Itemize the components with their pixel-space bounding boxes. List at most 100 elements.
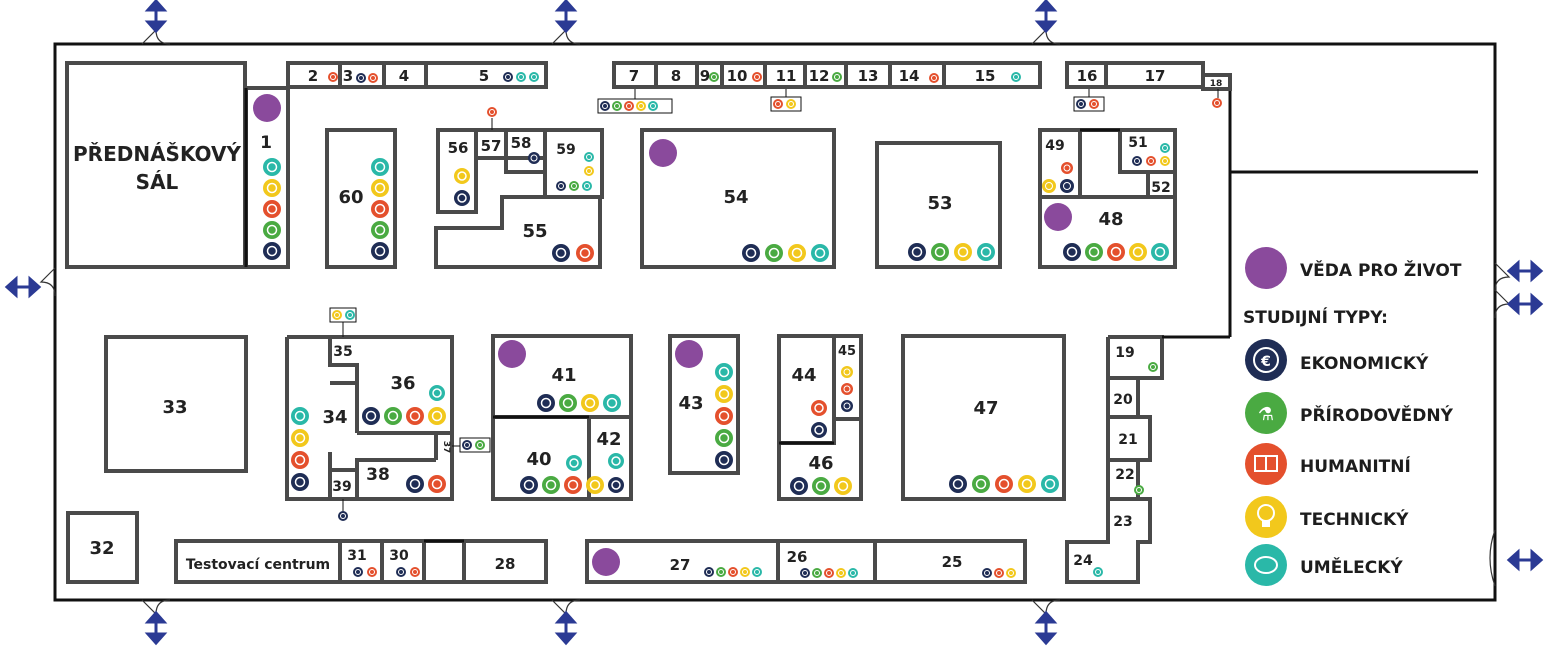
room-number: 38 — [366, 465, 390, 485]
umelecky-icon — [811, 244, 829, 262]
ekonomicky-icon-glyph — [398, 569, 404, 575]
ekonomicky-icon — [608, 477, 624, 493]
room-number: 54 — [723, 187, 748, 208]
technicky-icon-glyph — [742, 569, 748, 575]
ekonomicky-icon — [600, 101, 610, 111]
prirodovedny-icon — [1134, 485, 1144, 495]
umelecky-icon-glyph — [518, 74, 524, 80]
humanitni-icon-glyph — [370, 75, 376, 81]
umelecky-icon — [516, 72, 526, 82]
humanitni-icon — [624, 101, 634, 111]
room-number: 11 — [776, 67, 797, 85]
room-number: 19 — [1115, 345, 1134, 361]
room-number: 2 — [308, 67, 318, 85]
humanitni-icon-glyph — [412, 569, 418, 575]
room-number: 32 — [89, 538, 114, 559]
room-number: 35 — [333, 344, 352, 360]
ekonomicky-icon-glyph — [1134, 158, 1140, 164]
technicky-icon — [836, 568, 846, 578]
humanitni-icon — [773, 99, 783, 109]
ekonomicky-icon — [338, 511, 348, 521]
prirodovedny-icon — [715, 429, 733, 447]
exit-arrows — [4, 0, 1544, 646]
prirodovedny-icon-glyph — [718, 432, 730, 444]
humanitni-icon-glyph — [431, 478, 443, 490]
umelecky-icon — [1093, 567, 1103, 577]
humanitni-icon — [811, 400, 827, 416]
humanitni-icon-glyph — [1148, 158, 1154, 164]
prirodovedny-icon-glyph — [834, 74, 840, 80]
humanitni-icon — [841, 383, 853, 395]
technicky-icon — [788, 244, 806, 262]
technicky-icon — [1018, 475, 1036, 493]
humanitni-icon — [1146, 156, 1156, 166]
humanitni-icon — [371, 200, 389, 218]
exit-arrow-right-1-icon — [1506, 259, 1544, 283]
prirodovedny-icon-glyph — [374, 224, 386, 236]
technicky-icon — [1042, 179, 1056, 193]
veda-marker — [649, 139, 677, 167]
room-number: 4 — [399, 67, 409, 85]
room-number: 16 — [1077, 67, 1098, 85]
humanitni-icon-glyph — [294, 454, 306, 466]
prirodovedny-icon — [569, 181, 579, 191]
umelecky-icon-glyph — [611, 456, 621, 466]
humanitni-icon-glyph — [775, 101, 781, 107]
ekonomicky-icon — [800, 568, 810, 578]
umelecky-icon — [848, 568, 858, 578]
umelecky-icon — [1011, 72, 1021, 82]
room-number: 59 — [556, 142, 575, 158]
prirodovedny-icon-glyph — [571, 183, 577, 189]
technicky-icon-glyph — [1021, 478, 1033, 490]
exit-arrow-bottom-1-icon — [144, 610, 168, 646]
umelecky-icon-glyph — [1154, 246, 1166, 258]
ekonomicky-icon-glyph — [457, 193, 467, 203]
exit-arrow-bottom-3-icon — [1034, 610, 1058, 646]
ekonomicky-icon — [949, 475, 967, 493]
humanitni-icon-glyph — [814, 403, 824, 413]
room-number: 3 — [343, 67, 353, 85]
prirodovedny-icon-glyph — [815, 480, 827, 492]
room-number: 53 — [927, 193, 952, 214]
umelecky-icon — [584, 152, 594, 162]
room-number: 25 — [942, 553, 963, 571]
technicky-icon — [428, 407, 446, 425]
room-number: 60 — [338, 187, 363, 208]
umelecky-icon — [752, 567, 762, 577]
ekonomicky-icon-glyph — [793, 480, 805, 492]
prirodovedny-icon-glyph — [562, 397, 574, 409]
humanitni-icon-glyph — [730, 569, 736, 575]
legend-ekonomicky-icon — [1245, 339, 1287, 381]
room-number: 42 — [596, 429, 621, 450]
legend-technicky-icon — [1245, 496, 1287, 538]
room-number: 39 — [332, 479, 351, 495]
technicky-icon-glyph — [266, 182, 278, 194]
umelecky-icon — [715, 363, 733, 381]
humanitni-icon-glyph — [369, 569, 375, 575]
umelecky-icon — [1160, 143, 1170, 153]
ekonomicky-icon-glyph — [814, 425, 824, 435]
ekonomicky-icon — [353, 567, 363, 577]
ekonomicky-icon-glyph — [505, 74, 511, 80]
humanitni-icon — [994, 568, 1004, 578]
ekonomicky-icon-glyph — [540, 397, 552, 409]
humanitni-icon-glyph — [409, 410, 421, 422]
ekonomicky-icon-glyph — [1063, 182, 1071, 190]
ekonomicky-icon — [841, 400, 853, 412]
ekonomicky-icon-glyph — [340, 513, 346, 519]
humanitni-icon — [995, 475, 1013, 493]
technicky-icon-glyph — [791, 247, 803, 259]
umelecky-icon — [977, 243, 995, 261]
prirodovedny-icon — [1085, 243, 1103, 261]
umelecky-icon-glyph — [650, 103, 656, 109]
prirodovedny-icon — [542, 476, 560, 494]
umelecky-icon-glyph — [584, 183, 590, 189]
umelecky-icon — [1041, 475, 1059, 493]
ekonomicky-icon — [790, 477, 808, 495]
humanitni-icon-glyph — [1214, 100, 1220, 106]
room-number: 34 — [322, 407, 347, 428]
technicky-icon-glyph — [586, 168, 592, 174]
technicky-icon — [636, 101, 646, 111]
humanitni-icon — [752, 72, 762, 82]
prirodovedny-icon — [812, 568, 822, 578]
